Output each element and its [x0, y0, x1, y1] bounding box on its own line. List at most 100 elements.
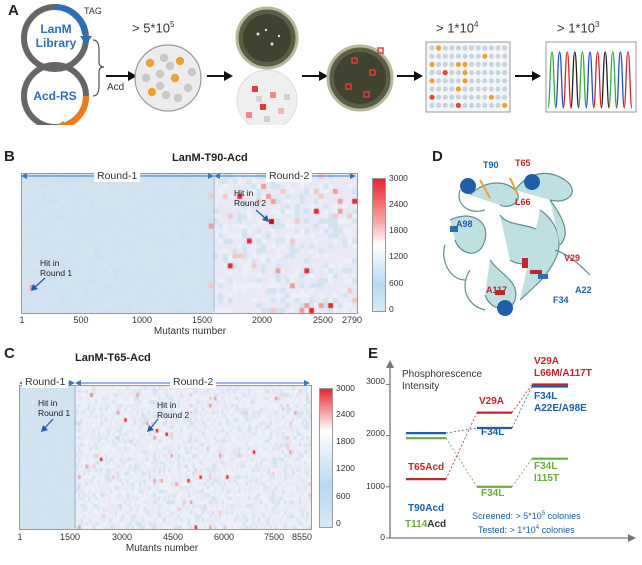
- round1-label-b: Round-1: [94, 170, 141, 182]
- cbtick-b-0: 3000: [389, 173, 408, 183]
- well: [436, 102, 442, 108]
- xtick-c-0: 1: [17, 532, 23, 542]
- well: [469, 61, 475, 67]
- hit-round2-b: Hit in Round 2: [234, 188, 266, 208]
- round2-label-b: Round-2: [266, 170, 313, 182]
- well: [495, 53, 501, 59]
- ylabel-e-l1: Phosphorescence: [402, 369, 483, 380]
- well: [502, 61, 508, 67]
- panel-letter-c: C: [4, 345, 15, 362]
- well: [482, 53, 488, 59]
- residue-v29: V29: [564, 253, 581, 263]
- well: [469, 70, 475, 76]
- lanm-library-plasmid: [21, 4, 92, 72]
- cbtick-c-2: 1800: [336, 436, 355, 446]
- chromatogram-peak: [585, 51, 595, 109]
- label-a22e: A22E/A98E: [534, 403, 587, 414]
- well: [469, 53, 475, 59]
- well: [495, 86, 501, 92]
- xtick-b-3: 1500: [191, 315, 213, 325]
- well: [495, 102, 501, 108]
- label-t114: T114: [405, 519, 428, 530]
- hit-round2-c: Hit in Round 2: [157, 400, 189, 420]
- xtick-b-5: 2500: [312, 315, 334, 325]
- ytick-e-3000: 3000: [366, 376, 385, 386]
- colorbar-c: [319, 388, 333, 528]
- well: [436, 45, 442, 51]
- well: [488, 78, 494, 84]
- count-1e3: > 1*103: [557, 20, 599, 35]
- phosphorescence-plate-image: [236, 69, 298, 125]
- well: [475, 102, 481, 108]
- tag-label: TAG: [84, 6, 102, 16]
- well: [449, 70, 455, 76]
- well: [462, 53, 468, 59]
- xtick-c-6: 8550: [291, 532, 313, 542]
- well: [462, 70, 468, 76]
- connector-line: [511, 458, 533, 488]
- well: [436, 78, 442, 84]
- label-t114acd: T114Acd: [405, 519, 446, 531]
- well: [495, 61, 501, 67]
- label-l66m: L66M/A117T: [534, 368, 592, 379]
- hit-round1-b-l2: Round 1: [40, 268, 73, 278]
- acd-rs-plasmid: [21, 62, 90, 125]
- well: [462, 102, 468, 108]
- hit-round2-b-l2: Round 2: [234, 198, 267, 208]
- heatmap-c: [19, 385, 312, 530]
- count-1e3-base: > 1*10: [557, 20, 595, 36]
- label-v29a-top: V29A: [534, 356, 560, 367]
- well: [495, 94, 501, 100]
- well: [442, 94, 448, 100]
- count-1e4-exp: 4: [473, 20, 479, 29]
- panel-letter-b: B: [4, 148, 15, 165]
- tested-tail: colonies: [539, 525, 575, 535]
- count-5e5: > 5*105: [132, 20, 174, 35]
- picked-colony-plate: [326, 44, 394, 112]
- chromatogram-peak: [554, 51, 565, 109]
- chromatogram-peak: [615, 51, 626, 109]
- xtick-b-4: 2000: [251, 315, 273, 325]
- well: [482, 45, 488, 51]
- well: [455, 78, 461, 84]
- well: [488, 61, 494, 67]
- well: [455, 61, 461, 67]
- well: [462, 78, 468, 84]
- screened-base: Screened: > 5*10: [472, 511, 542, 521]
- screened-note: Screened: > 5*105 colonies: [472, 508, 581, 522]
- agar-plate-photo: [235, 6, 299, 70]
- well: [475, 86, 481, 92]
- chromatogram-peak: [570, 51, 580, 109]
- xlabel-c: Mutants number: [125, 543, 199, 554]
- hit-round2-b-l1: Hit in: [234, 188, 254, 198]
- well: [475, 61, 481, 67]
- xtick-b-2: 1000: [131, 315, 153, 325]
- cbtick-b-3: 1200: [389, 251, 408, 261]
- well: [442, 102, 448, 108]
- chart-c-title: LanM-T65-Acd: [75, 352, 151, 364]
- panel-a-workflow: [21, 4, 637, 125]
- label-i115t: I115T: [534, 473, 560, 484]
- well: [482, 61, 488, 67]
- well: [502, 94, 508, 100]
- well: [442, 53, 448, 59]
- connector-line: [511, 386, 533, 429]
- well: [449, 102, 455, 108]
- well: [455, 45, 461, 51]
- well: [462, 86, 468, 92]
- well: [469, 78, 475, 84]
- screened-tail: colonies: [545, 511, 581, 521]
- well: [436, 86, 442, 92]
- cbtick-c-3: 1200: [336, 463, 355, 473]
- well: [429, 78, 435, 84]
- hit-round1-b: Hit in Round 1: [40, 258, 72, 278]
- hit-round2-c-l2: Round 2: [157, 410, 190, 420]
- chromatogram-peak: [592, 51, 603, 109]
- hit-round1-c-l2: Round 1: [38, 408, 71, 418]
- well: [469, 102, 475, 108]
- residue-f34: F34: [553, 295, 569, 305]
- brace: [92, 39, 105, 97]
- screening-note: Screened: > 5*105 colonies Tested: > 1*1…: [472, 508, 581, 536]
- count-1e4-base: > 1*10: [436, 20, 474, 36]
